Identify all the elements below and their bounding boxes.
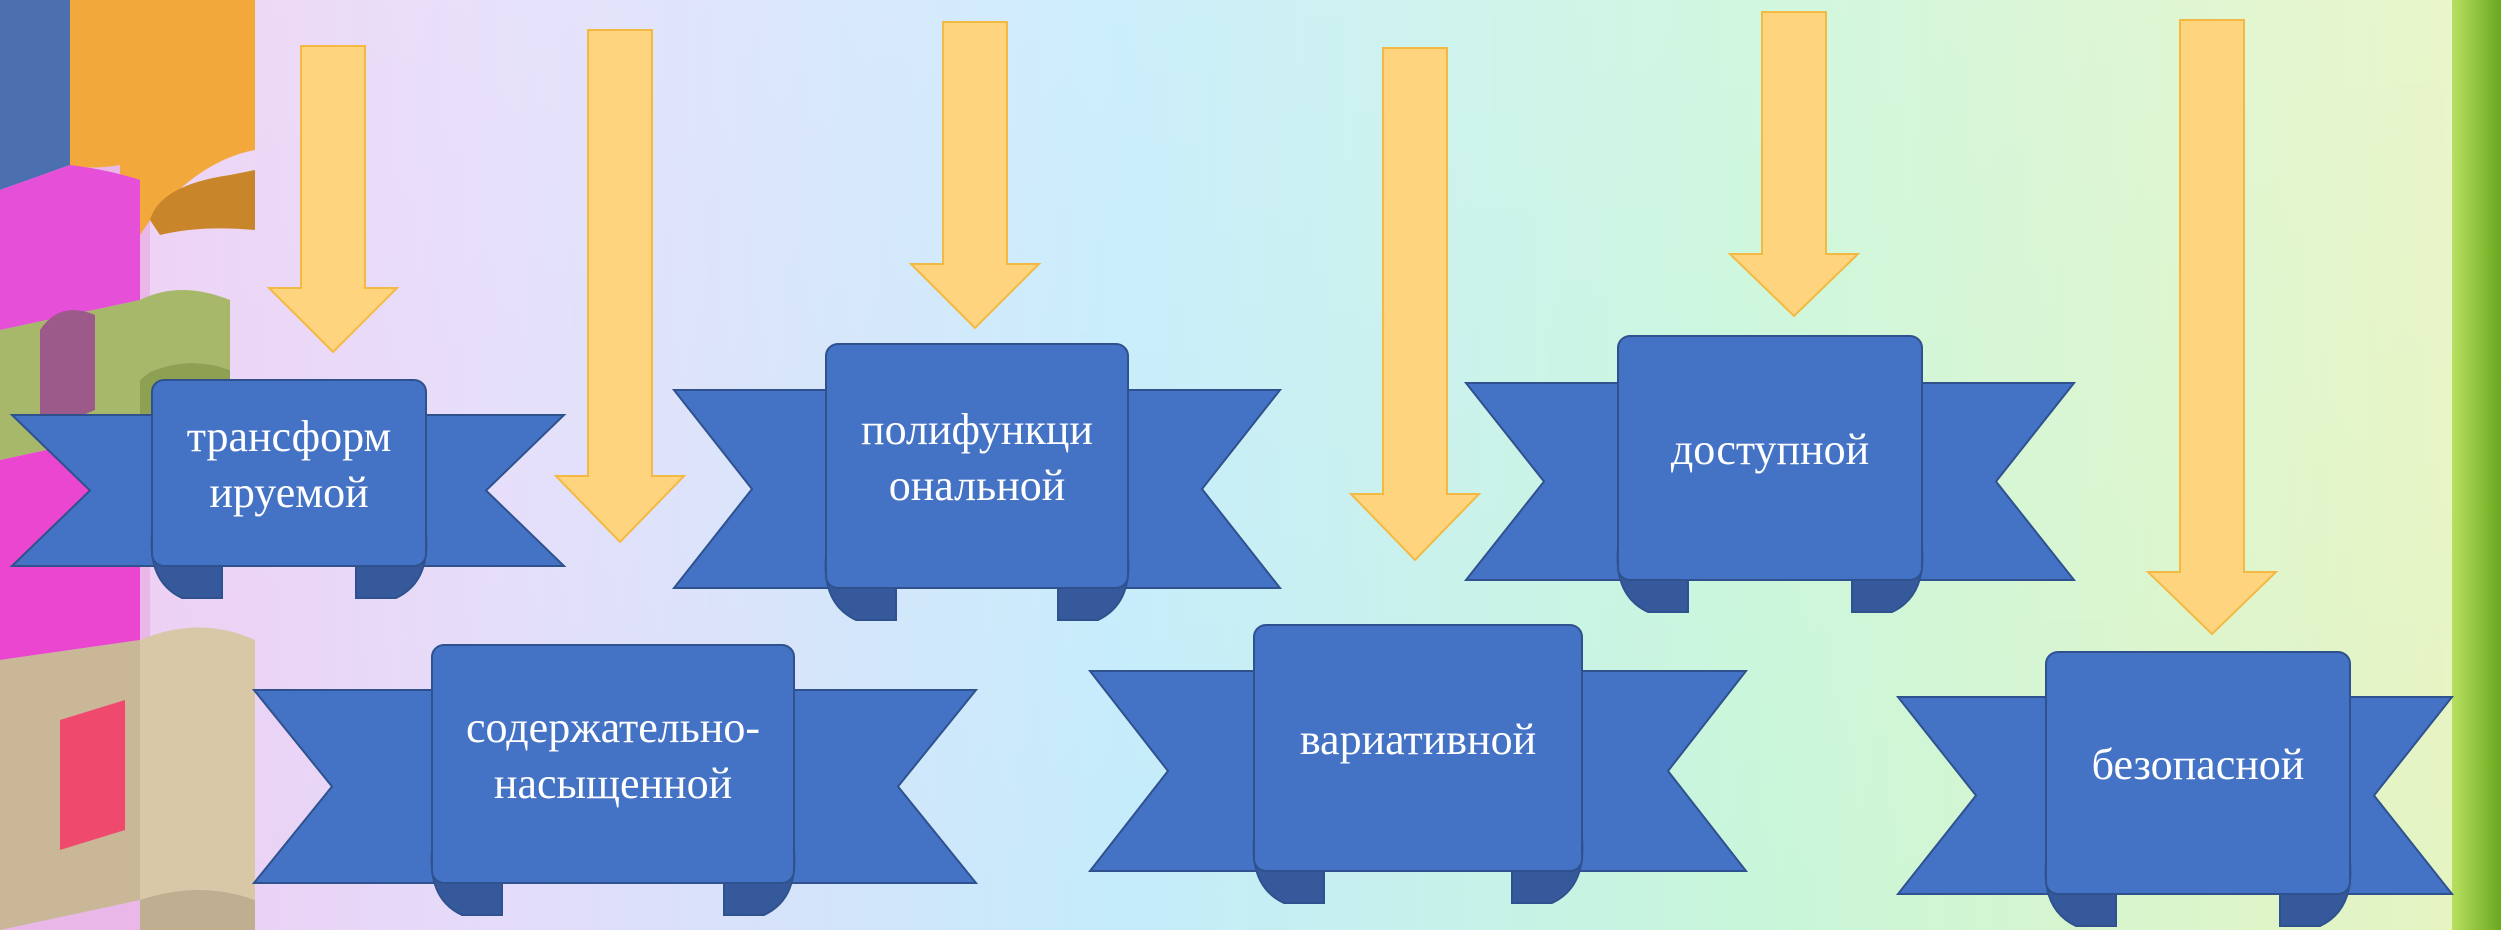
banner-transformable	[9, 379, 567, 599]
banner-content-rich	[251, 644, 979, 916]
banner-safe	[1895, 651, 2455, 927]
arrow-2-down-arrow	[553, 29, 687, 544]
banner-center-panel	[151, 379, 427, 567]
arrow-3-down-arrow	[908, 21, 1042, 330]
banner-center-panel	[1253, 624, 1583, 872]
banner-center-panel	[431, 644, 795, 884]
banner-center-panel	[1617, 335, 1923, 581]
arrow-4-down-arrow	[1348, 47, 1482, 562]
arrow-1-down-arrow	[266, 45, 400, 354]
right-edge-decoration	[2452, 0, 2501, 930]
banner-center-panel	[825, 343, 1129, 589]
banner-variable	[1087, 624, 1749, 904]
banner-accessible	[1463, 335, 2077, 613]
arrow-6-down-arrow	[2145, 19, 2279, 636]
banner-center-panel	[2045, 651, 2351, 895]
banner-multifunctional	[671, 343, 1283, 621]
arrow-5-down-arrow	[1727, 11, 1861, 318]
